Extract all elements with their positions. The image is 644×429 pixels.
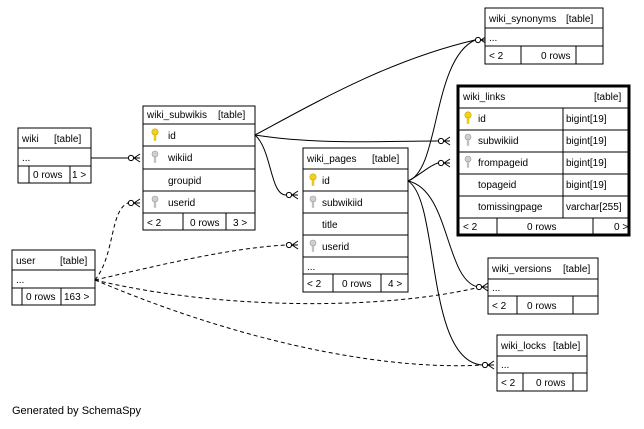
column-frompageid: frompageid xyxy=(478,158,528,169)
table-tag: [table] xyxy=(553,341,580,352)
rel-subwikis-synonyms xyxy=(254,39,476,136)
table-tag: [table] xyxy=(60,256,87,267)
column-topageid: topageid xyxy=(478,180,516,191)
rel-user-locks xyxy=(94,279,483,367)
column-groupid: groupid xyxy=(168,176,201,187)
column-id: id xyxy=(478,114,486,125)
table-tag: [table] xyxy=(218,110,245,121)
column-id: id xyxy=(168,131,176,142)
row-count: 0 rows xyxy=(342,279,371,290)
children-count: 3 > xyxy=(233,218,247,229)
table-tag: [table] xyxy=(566,14,593,25)
children-count: 4 > xyxy=(388,279,402,290)
table-name: wiki_subwikis xyxy=(146,110,207,121)
rel-user-versions xyxy=(94,279,477,305)
parents-count: < 2 xyxy=(501,378,516,389)
parents-count: < 2 xyxy=(147,218,162,229)
ellipsis: ... xyxy=(307,262,315,273)
table-tag: [table] xyxy=(563,264,590,275)
row-count: 0 rows xyxy=(536,378,565,389)
column-subwikiid: subwikiid xyxy=(322,198,363,209)
column-userid: userid xyxy=(322,242,349,253)
column-subwikiid: subwikiid xyxy=(478,136,519,147)
column-tomissingpage: tomissingpage xyxy=(478,202,543,213)
column-wikiid: wikiid xyxy=(167,153,192,164)
crows-foot-markers xyxy=(127,35,495,370)
column-type: bigint[19] xyxy=(566,136,607,147)
parents-count: < 2 xyxy=(492,301,507,312)
table-name: wiki_links xyxy=(462,92,505,103)
rel-pages-synonyms xyxy=(407,39,476,182)
ellipsis: ... xyxy=(501,360,509,371)
table-wiki-links[interactable]: wiki_links [table] id bigint[19] subwiki… xyxy=(456,84,631,237)
table-name: wiki_locks xyxy=(500,341,546,352)
children-count: 163 > xyxy=(64,292,89,303)
crows-foot-links-frompageid xyxy=(437,158,451,168)
table-tag: [table] xyxy=(372,154,399,165)
parents-count: < 2 xyxy=(463,222,478,233)
table-wiki-subwikis[interactable]: wiki_subwikis [table] id wikiid groupid … xyxy=(142,105,256,231)
row-count: 0 rows xyxy=(541,51,570,62)
rel-pages-locks xyxy=(407,180,483,366)
column-type: varchar[255] xyxy=(566,202,622,213)
children-count: 1 > xyxy=(72,170,86,181)
column-title: title xyxy=(322,220,338,231)
children-count: 0 > xyxy=(614,222,628,233)
table-wiki[interactable]: wiki [table] ... 0 rows 1 > xyxy=(17,127,92,184)
table-wiki-pages[interactable]: wiki_pages [table] id subwikiid title us… xyxy=(302,147,409,293)
rel-subwikis-links xyxy=(254,134,439,143)
table-name: wiki_versions xyxy=(491,264,551,275)
column-type: bigint[19] xyxy=(566,158,607,169)
parents-count: < 2 xyxy=(489,51,504,62)
parents-count: < 2 xyxy=(307,279,322,290)
table-user[interactable]: user [table] ... 0 rows 163 > xyxy=(11,249,96,306)
crows-foot-pages-userid xyxy=(285,240,299,250)
ellipsis: ... xyxy=(22,153,30,164)
table-name: wiki_synonyms xyxy=(488,14,556,25)
column-type: bigint[19] xyxy=(566,180,607,191)
row-count: 0 rows xyxy=(527,301,556,312)
crows-foot-versions xyxy=(475,282,489,292)
crows-foot-subwikis-userid xyxy=(127,198,141,208)
rel-user-subwikis xyxy=(94,202,129,281)
crows-foot-locks xyxy=(481,360,495,370)
crows-foot-pages-subwikiid xyxy=(285,190,299,200)
ellipsis: ... xyxy=(489,33,497,44)
column-type: bigint[19] xyxy=(566,114,607,125)
table-tag: [table] xyxy=(54,134,81,145)
column-id: id xyxy=(322,176,330,187)
table-wiki-synonyms[interactable]: wiki_synonyms [table] ... < 2 0 rows xyxy=(484,7,604,65)
table-wiki-versions[interactable]: wiki_versions [table] ... < 2 0 rows xyxy=(487,257,599,315)
rel-subwikis-pages xyxy=(254,134,287,196)
row-count: 0 rows xyxy=(33,170,62,181)
row-count: 0 rows xyxy=(190,218,219,229)
generated-by-footer: Generated by SchemaSpy xyxy=(12,405,142,417)
column-userid: userid xyxy=(168,198,195,209)
table-name: user xyxy=(16,256,36,267)
table-wiki-locks[interactable]: wiki_locks [table] ... < 2 0 rows xyxy=(496,334,588,392)
ellipsis: ... xyxy=(16,275,24,286)
crows-foot-subwikis-wikiid xyxy=(127,153,141,163)
rel-user-pages xyxy=(94,244,287,281)
relationship-lines xyxy=(91,39,483,367)
rel-pages-versions xyxy=(407,180,479,288)
ellipsis: ... xyxy=(492,283,500,294)
table-tag: [table] xyxy=(594,92,621,103)
table-name: wiki_pages xyxy=(306,154,356,165)
row-count: 0 rows xyxy=(527,222,556,233)
crows-foot-links-subwikiid xyxy=(437,136,451,146)
table-name: wiki xyxy=(21,134,39,145)
row-count: 0 rows xyxy=(26,292,55,303)
